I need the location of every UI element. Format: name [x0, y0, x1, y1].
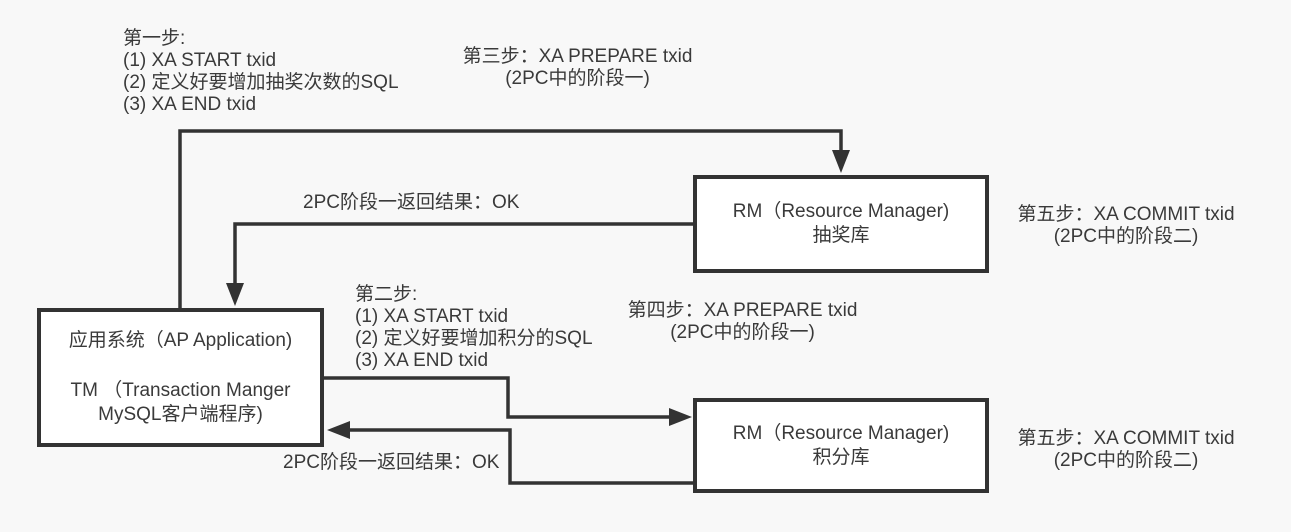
node-rm-points: RM（Resource Manager) 积分库 — [693, 398, 989, 493]
rm-lottery-db-name: 抽奖库 — [812, 225, 870, 246]
step2-item-2: (2) 定义好要增加积分的SQL — [355, 328, 593, 349]
step1-item-2: (2) 定义好要增加抽奖次数的SQL — [123, 72, 399, 93]
step4-line1: 第四步：XA PREPARE txid — [627, 300, 858, 321]
step5-lottery-line1: 第五步：XA COMMIT txid — [1017, 204, 1235, 225]
step1-connector-line — [178, 129, 843, 308]
step3-line2: (2PC中的阶段一) — [505, 68, 650, 89]
step2-item-1: (1) XA START txid — [355, 306, 509, 327]
step4-line2: (2PC中的阶段一) — [670, 322, 815, 343]
return-result-bottom-label: 2PC阶段一返回结果：OK — [283, 452, 500, 473]
node-ap-tm: 应用系统（AP Application) TM （Transaction Man… — [37, 308, 324, 447]
ap-node-title: 应用系统（AP Application) — [68, 329, 293, 351]
return-bottom-arrowhead-left — [327, 421, 350, 439]
rm-points-title: RM（Resource Manager) — [732, 422, 950, 444]
ap-node-client-line: MySQL客户端程序) — [98, 403, 263, 425]
step2-title: 第二步: — [355, 284, 418, 305]
step3-label-block: 第三步：XA PREPARE txid (2PC中的阶段一) — [445, 46, 710, 90]
step5-lottery-line2: (2PC中的阶段二) — [1053, 226, 1199, 247]
ap-node-tm-line: TM （Transaction Manger — [70, 379, 291, 401]
rm-points-db-name: 积分库 — [812, 446, 870, 468]
step2-connector-line — [322, 376, 671, 419]
return-top-connector-line — [233, 222, 693, 285]
return-top-arrowhead-down — [226, 283, 244, 306]
return-bottom-connector-line — [348, 428, 693, 485]
step1-item-1: (1) XA START txid — [123, 50, 277, 71]
step2-item-3: (3) XA END txid — [355, 350, 489, 371]
step1-item-3: (3) XA END txid — [123, 94, 257, 115]
step1-arrowhead-down — [832, 150, 850, 173]
step5-points-line2: (2PC中的阶段二) — [1053, 450, 1199, 471]
step4-label-block: 第四步：XA PREPARE txid (2PC中的阶段一) — [610, 300, 875, 344]
step1-title: 第一步: — [123, 28, 186, 49]
step2-arrowhead-right — [669, 408, 692, 426]
return-result-top-label: 2PC阶段一返回结果：OK — [303, 192, 520, 213]
rm-lottery-title: RM（Resource Manager) — [732, 201, 950, 222]
step3-line1: 第三步：XA PREPARE txid — [462, 46, 693, 67]
node-rm-lottery: RM（Resource Manager) 抽奖库 — [693, 175, 989, 273]
step5-lottery-label-block: 第五步：XA COMMIT txid (2PC中的阶段二) — [995, 204, 1257, 248]
step5-points-line1: 第五步：XA COMMIT txid — [1017, 428, 1235, 449]
step1-label-block: 第一步: (1) XA START txid (2) 定义好要增加抽奖次数的SQ… — [123, 28, 399, 116]
step5-points-label-block: 第五步：XA COMMIT txid (2PC中的阶段二) — [995, 428, 1257, 472]
step2-label-block: 第二步: (1) XA START txid (2) 定义好要增加积分的SQL … — [355, 284, 593, 372]
